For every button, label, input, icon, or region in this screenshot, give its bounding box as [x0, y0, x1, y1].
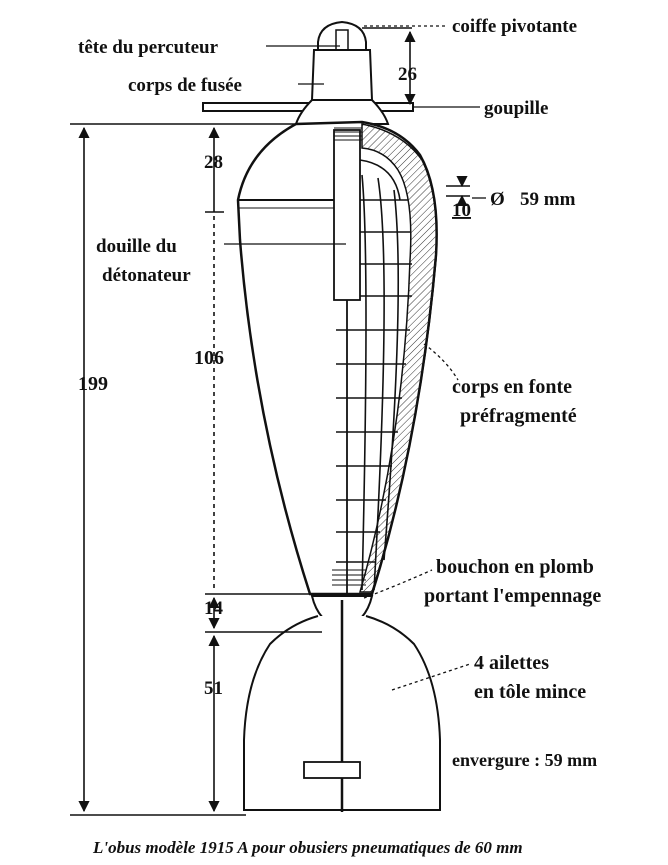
fragmentation-grid — [336, 159, 412, 591]
label-cast-iron-body-1: corps en fonte — [452, 376, 572, 398]
fin-slot — [303, 761, 361, 779]
label-fuze-body: corps de fusée — [128, 75, 242, 96]
dim-total-length: 199 — [78, 373, 108, 395]
dim-fins-length: 51 — [204, 678, 223, 699]
label-safety-pin: goupille — [484, 98, 548, 119]
label-cast-iron-body-2: préfragmenté — [460, 405, 577, 427]
label-wingspan: envergure : 59 mm — [452, 750, 597, 770]
detonator-sleeve — [333, 129, 361, 301]
shell-body — [236, 120, 438, 600]
fuze-assembly — [202, 20, 414, 125]
label-lead-plug-1: bouchon en plomb — [436, 556, 594, 578]
label-diameter-symbol: Ø — [490, 189, 505, 210]
label-detonator-sleeve-1: douille du — [96, 236, 177, 257]
figure-caption: L'obus modèle 1915 A pour obusiers pneum… — [92, 838, 523, 857]
label-diameter-value: 59 mm — [520, 189, 576, 210]
label-firing-pin-head: tête du percuteur — [78, 37, 219, 58]
label-fins-2: en tôle mince — [474, 681, 586, 703]
dim-plug-length: 14 — [204, 598, 224, 619]
cast-iron-wall — [359, 123, 438, 593]
label-lead-plug-2: portant l'empennage — [424, 585, 601, 607]
leader-lines — [224, 25, 486, 691]
dim-body-length: 106 — [194, 347, 224, 369]
dim-wall: 10 — [452, 200, 471, 221]
dim-coiffe-height: 26 — [398, 64, 417, 85]
label-swivel-cap: coiffe pivotante — [452, 16, 577, 37]
dim-ogive: 28 — [204, 152, 223, 173]
dimensions — [70, 27, 470, 816]
label-fins-1: 4 ailettes — [474, 652, 549, 674]
label-detonator-sleeve-2: détonateur — [102, 265, 191, 286]
tail-assembly — [243, 595, 441, 812]
fuze-body-shape — [310, 49, 374, 101]
firing-pin-head — [335, 29, 349, 53]
